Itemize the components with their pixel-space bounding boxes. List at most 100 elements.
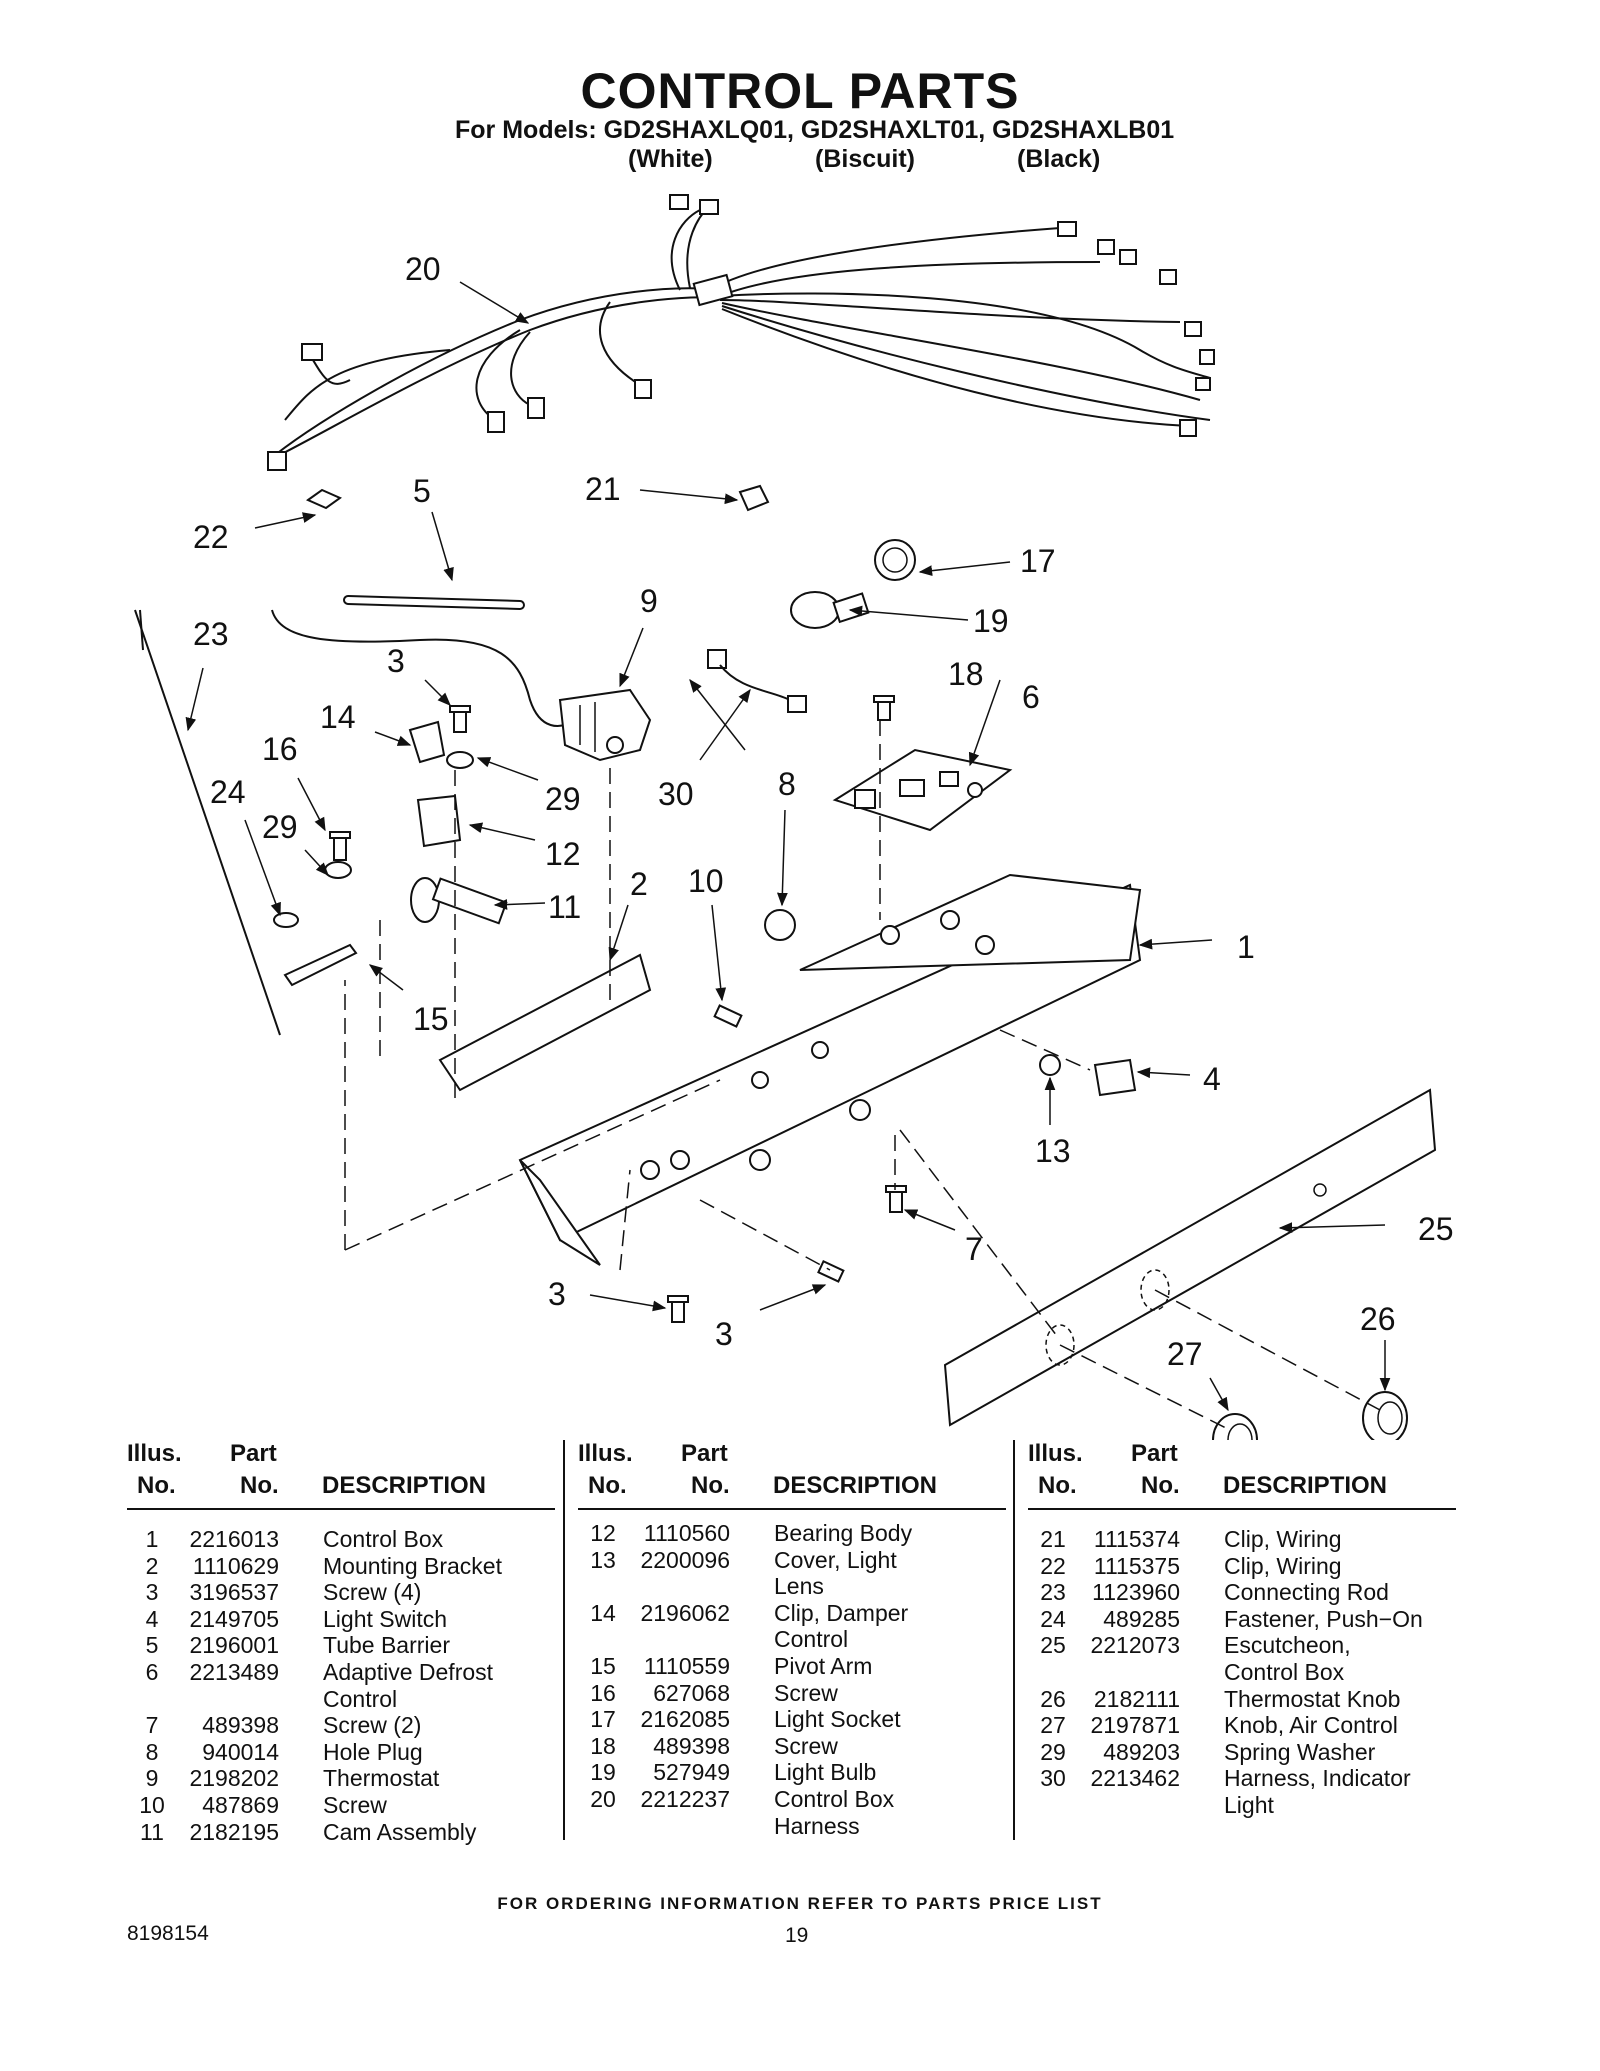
callout-29-right: 29 [545,781,581,817]
model-list: For Models: GD2SHAXLQ01, GD2SHAXLT01, GD… [455,116,1175,144]
callout-19: 19 [973,603,1009,639]
callout-26: 26 [1360,1301,1396,1337]
table-header: Illus. No. Part No. DESCRIPTION [127,1440,487,1499]
ordering-note: FOR ORDERING INFORMATION REFER TO PARTS … [497,1894,1103,1913]
capillary-tube [271,609,576,727]
cam-assembly [410,877,508,925]
page-number: 19 [785,1924,809,1947]
color-label-biscuit: (Biscuit) [815,145,915,173]
callout-16: 16 [262,731,298,767]
table-row-continuation: Control [323,1685,398,1712]
table-row-continuation: Harness [774,1812,860,1839]
table-header: Illus. No. Part No. DESCRIPTION [1028,1440,1388,1499]
screw-7 [885,1185,907,1213]
callout-1: 1 [1237,929,1255,965]
callout-30: 30 [658,776,694,812]
wiring-clip-21 [738,484,770,512]
callout-21: 21 [585,471,621,507]
screw-3-bottom-left [667,1295,689,1323]
exploded-parts-diagram: 20 21 22 5 17 19 9 23 3 18 6 14 16 29 30… [134,194,1454,1440]
callout-24: 24 [210,774,246,810]
callout-23: 23 [193,616,229,652]
table-row-continuation: Control Box [1224,1658,1345,1685]
spring-washer-b [324,861,352,879]
screw-10 [713,1004,743,1028]
callout-25: 25 [1418,1211,1454,1247]
callout-4: 4 [1203,1061,1221,1097]
light-socket [874,539,916,581]
callout-2: 2 [630,866,648,902]
table-row-continuation: Light [1224,1791,1274,1818]
wiring-clip-22 [305,488,343,510]
pivot-arm [283,943,358,987]
screw-3-top [449,705,471,733]
callout-5: 5 [413,473,431,509]
callout-17: 17 [1020,543,1056,579]
knob-air-control [1212,1413,1258,1440]
table-divider [1013,1440,1015,1840]
control-box [518,873,1142,1266]
screw-18 [873,695,895,721]
screw-3-bottom-right [817,1260,845,1283]
connecting-rod [134,609,281,1036]
callout-3-right: 3 [715,1316,733,1352]
callout-14: 14 [320,699,356,735]
callout-20: 20 [405,251,441,287]
callout-29-left: 29 [262,809,298,845]
hole-plug [764,909,796,941]
adaptive-defrost-control [832,748,1013,832]
color-label-white: (White) [628,145,713,173]
callout-9: 9 [640,583,658,619]
callout-3-top: 3 [387,643,405,679]
clip-damper-control [408,720,446,764]
thermostat-knob [1362,1391,1408,1440]
callout-12: 12 [545,836,581,872]
thermostat [558,688,652,762]
spring-washer-a [446,751,474,769]
indicator-light-harness [707,649,807,713]
callout-7: 7 [965,1231,983,1267]
callout-18: 18 [948,656,984,692]
cover-light-lens [1039,1054,1061,1076]
screw-16 [329,831,351,861]
table-row-continuation: Control [774,1626,849,1653]
document-number: 8198154 [127,1922,209,1945]
table-header: Illus. No. Part No. DESCRIPTION [578,1440,938,1499]
callout-11: 11 [548,889,581,925]
escutcheon-control-box [943,1088,1437,1427]
table-divider [563,1440,565,1840]
color-label-black: (Black) [1017,145,1101,173]
mounting-bracket [438,953,652,1092]
callout-6: 6 [1022,679,1040,715]
assembly-guide-lines [344,720,1381,1431]
page-title: CONTROL PARTS [580,63,1020,119]
table-row-continuation: Lens [774,1573,824,1600]
callout-arrows [185,281,1391,1412]
light-switch [1093,1058,1137,1097]
